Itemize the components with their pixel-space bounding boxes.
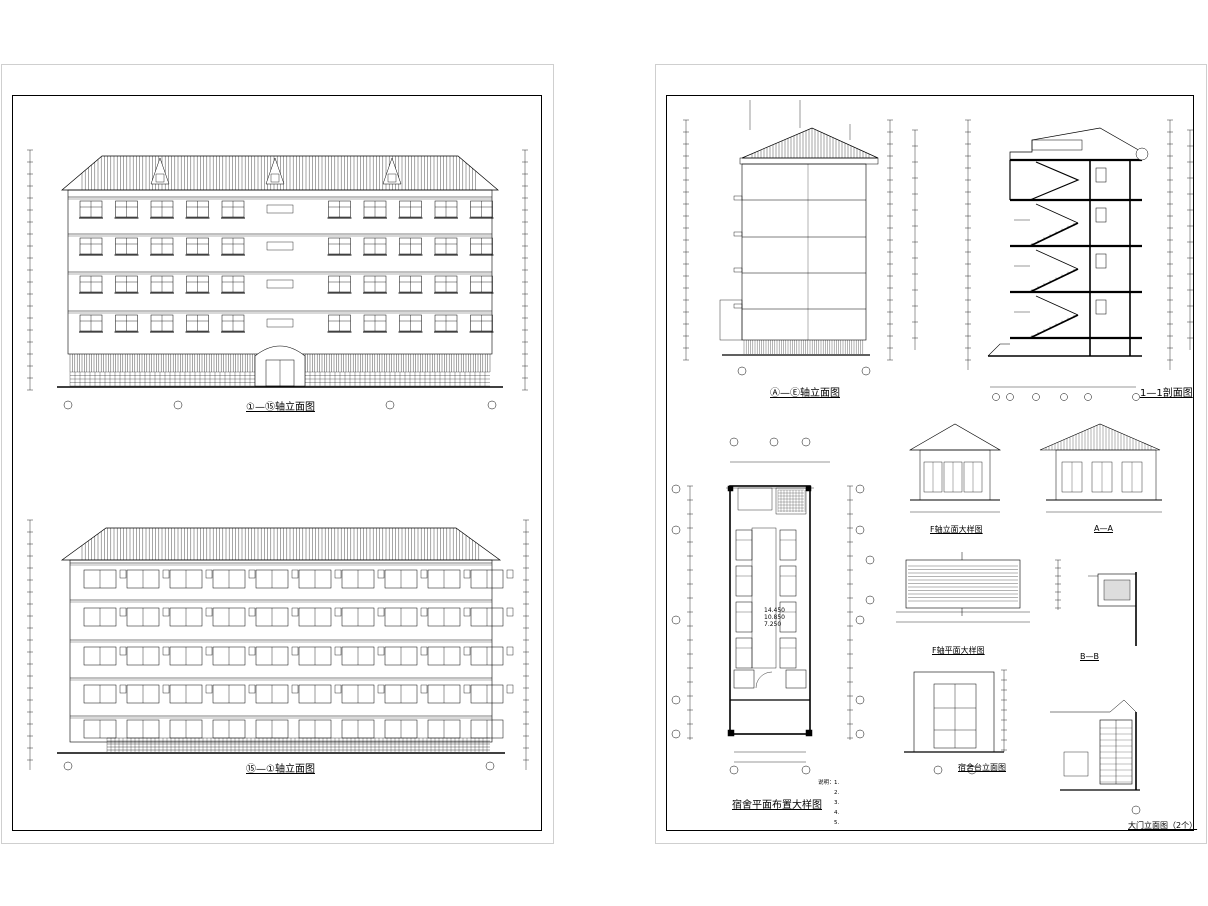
title-b-b-section: B—B — [1080, 652, 1099, 661]
room-elevation-label-3: 7.250 — [764, 621, 782, 628]
note-line-5: 5. — [834, 820, 840, 826]
note-line-3: 3. — [834, 800, 840, 806]
title-f-axis-elevation-detail: F轴立面大样图 — [930, 525, 983, 534]
title-f-axis-plan-detail: F轴平面大样图 — [932, 646, 985, 655]
section-drawing — [965, 119, 1193, 401]
note-line-1: 1. — [834, 780, 840, 786]
left-sheet — [1, 64, 554, 844]
title-section: 1—1剖面图 — [1140, 388, 1193, 399]
front-elevation-drawing — [27, 149, 528, 410]
room-elevation-label-2: 10.850 — [764, 614, 785, 621]
note-line-4: 4. — [834, 810, 840, 816]
side-elevation-drawing — [683, 100, 918, 376]
title-a-a-section: A—A — [1094, 524, 1113, 533]
rear-elevation-drawing — [27, 519, 529, 771]
title-side-elevation: Ⓐ—Ⓔ轴立面图 — [770, 388, 840, 399]
title-dorm-desk-elevation: 宿舍台立面图 — [958, 763, 1006, 772]
title-rear-elevation: ⑮—①轴立面图 — [246, 764, 315, 775]
room-elevation-label-1: 14.450 — [764, 607, 785, 614]
notes-heading: 说明： — [818, 780, 835, 786]
right-sheet-frame — [666, 95, 1194, 831]
detail-drawings — [865, 423, 1162, 815]
title-gate-elevation: 大门立面图（2个） — [1128, 821, 1198, 830]
title-dorm-plan: 宿舍平面布置大样图 — [732, 800, 822, 811]
note-line-2: 2. — [834, 790, 840, 796]
right-sheet — [655, 64, 1207, 844]
left-sheet-frame — [12, 95, 542, 831]
dorm-plan-drawing — [671, 437, 865, 775]
title-front-elevation: ①—⑮轴立面图 — [246, 402, 315, 413]
